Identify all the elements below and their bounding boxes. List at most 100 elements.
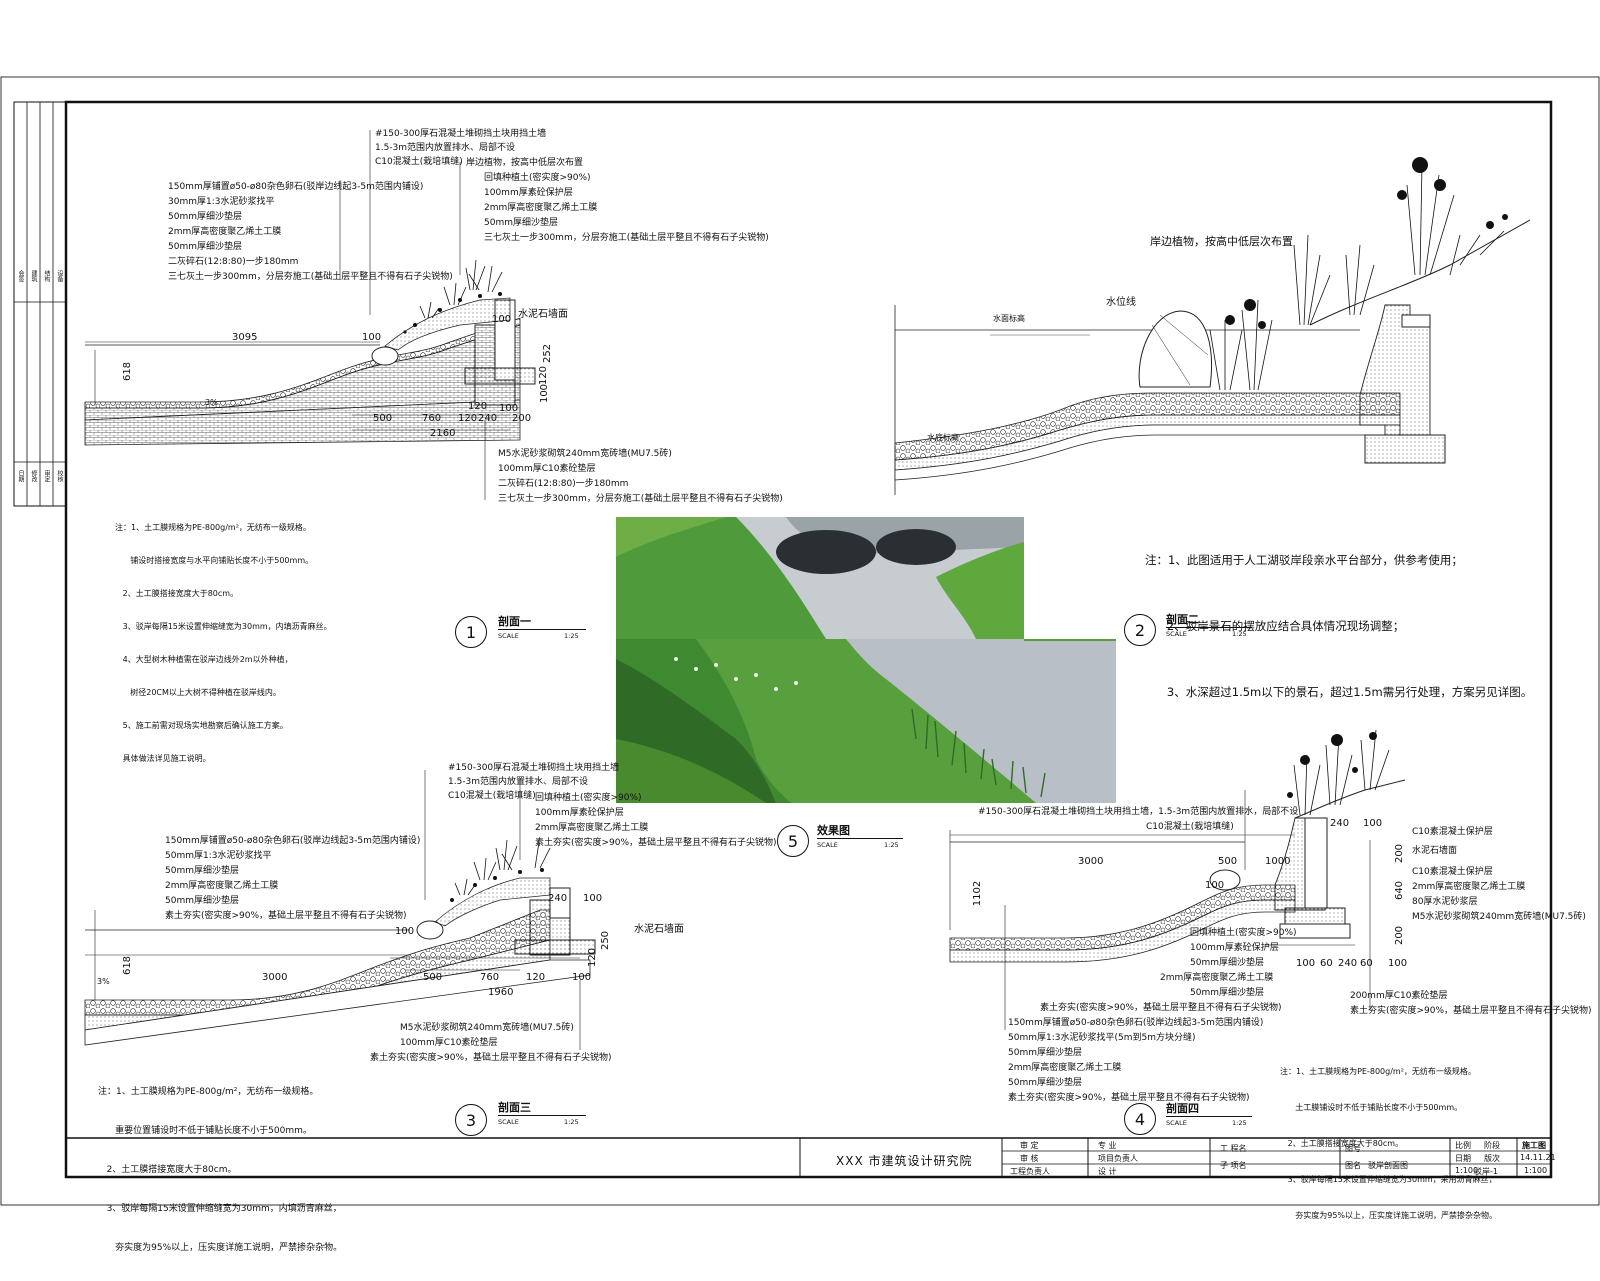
s1-wall-label: 水泥石墙面 [518,309,568,320]
s1-dim: 500 [373,413,393,424]
s1-dim: 2160 [430,428,456,439]
s1-note-bottom: 二灰碎石(12:8:80)一步180mm [498,479,629,489]
s1-note-right: 50mm厚细沙垫层 [484,218,558,228]
title-block-cell: 1:100 [1455,1166,1479,1175]
s3-note: C10混凝土(栽培填缝) [448,791,536,801]
s3-dim: 240 [548,893,568,904]
s4-note-bottom: 150mm厚铺置ø50-ø80杂色卵石(驳岸边线起3-5m范围内铺设) [1008,1018,1264,1028]
title-block-cell: 图名 [1345,1161,1361,1170]
s3-dim: 618 [122,955,134,976]
title-block-cell: 审 核 [1020,1154,1039,1163]
s3-note: 50mm厚细沙垫层 [165,896,239,906]
s1-note-right: 2mm厚高密度聚乙烯土工膜 [484,203,598,213]
s4-note-mid: 50mm厚细沙垫层 [1190,988,1264,998]
s1-dim: 618 [122,361,134,382]
s3-footnote: 夯实度为95%以上，压实度详施工说明，严禁掺杂杂物。 [98,1243,343,1253]
s1-dim: 100 [362,332,382,343]
s3-note-right: 回填种植土(密实度>90%) [535,793,642,803]
s5-caption-scale-label: SCALE [817,841,838,849]
s1-caption-title: 剖面一 [498,615,531,628]
s3-note: 素土夯实(密实度>90%，基础土层平整且不得有石子尖锐物) [165,911,407,921]
s1-caption-scale-label: SCALE [498,632,519,640]
s5-caption-title: 效果图 [817,824,850,837]
title-block-cell: 工程负责人 [1010,1167,1050,1176]
s1-note: 150mm厚铺置ø50-ø80杂色卵石(驳岸边线起3-5m范围内铺设) [168,182,424,192]
s2-bottom-label: 水底标高 [927,433,959,442]
s1-note: #150-300厚石混凝土堆砌挡土块用挡土墙 [375,129,547,139]
s1-note-bottom: 100mm厚C10素砼垫层 [498,464,596,474]
s4-dim: 1102 [972,880,984,907]
s4-dim: 240 [1330,818,1350,829]
s4-dim: 100 [1388,958,1408,969]
s3-dim: 100 [572,972,592,983]
s1-note: 50mm厚细沙垫层 [168,212,242,222]
s3-note-right: 素土夯实(密实度>90%，基础土层平整且不得有石子尖锐物) [535,838,777,848]
s4-footnote: 2、土工膜搭接宽度大于80cm。 [1280,1139,1404,1148]
s3-caption-number: 3 [455,1104,487,1136]
s1-dim: 760 [422,413,442,424]
s2-caption-scale: 1:25 [1232,630,1247,638]
strip-label: 结构 [43,270,50,282]
s2-caption-title: 剖面二 [1166,613,1199,626]
s1-dim: 100 [539,383,551,404]
s4-caption-scale: 1:25 [1232,1119,1247,1127]
s4-caption-scale-label: SCALE [1166,1119,1187,1127]
s4-note-bottom: 50mm厚细沙垫层 [1008,1078,1082,1088]
title-block-drawing-name: 驳岸剖面图 [1368,1161,1408,1170]
strip-label: 设备 [56,270,63,282]
title-block-cell: 子 项名 [1220,1161,1247,1170]
s3-footnote: 3、驳岸每隔15米设置伸缩缝宽为30mm，内填沥青麻丝， [98,1204,342,1214]
s4-note-right: 水泥石墙面 [1412,846,1458,856]
title-block-cell: 专 业 [1098,1141,1117,1150]
s3-note: #150-300厚石混凝土堆砌挡土块用挡土墙 [448,763,620,773]
s1-note-right: 三七灰土一步300mm，分层夯施工(基础土层平整且不得有石子尖锐物) [484,233,769,243]
s3-dim: 3% [97,977,110,986]
s1-dim: 3% [205,398,218,407]
s1-caption-line [498,629,586,630]
title-block-cell: 14.11.21 [1520,1153,1556,1162]
s3-note-bottom: 素土夯实(密实度>90%，基础土层平整且不得有石子尖锐物) [370,1053,612,1063]
s2-water-label: 水位线 [1106,297,1136,308]
s4-note-mid: 回填种植土(密实度>90%) [1190,928,1297,938]
s5-photo-bottom [616,639,1116,803]
s1-footnote: 5、施工前需对现场实地勘察后确认施工方案。 [115,721,288,730]
s1-note: C10混凝土(栽培填缝) [375,157,463,167]
s4-caption-line [1166,1116,1252,1117]
s1-dim: 100 [492,314,512,325]
s4-dim: 100 [1296,958,1316,969]
s4-note-right: C10素混凝土保护层 [1412,867,1493,877]
s4-note-mid: 100mm厚素砼保护层 [1190,943,1279,953]
s3-dim: 100 [583,893,603,904]
s3-note-right: 100mm厚素砼保护层 [535,808,624,818]
s3-footnote: 注：1、土工膜规格为PE-800g/m²，无纺布一级规格。 [98,1087,319,1097]
section-2-drawing [894,157,1531,495]
s2-normal-label: 水面标高 [993,314,1025,323]
s3-note: 150mm厚铺置ø50-ø80杂色卵石(驳岸边线起3-5m范围内铺设) [165,836,421,846]
s4-dim: 3000 [1078,856,1104,867]
s4-note-right: 200mm厚C10素砼垫层 [1350,991,1448,1001]
s1-dim: 120 [538,365,550,386]
s3-note: 1.5-3m范围内放置排水、局部不设 [448,777,589,787]
s3-caption-scale: 1:25 [564,1118,579,1126]
title-block-cell: 施工图 [1522,1141,1546,1150]
s1-footnote: 注：1、土工膜规格为PE-800g/m²，无纺布一级规格。 [115,523,311,532]
title-block-cell: 日期 [1455,1154,1471,1163]
strip-label: 日期 [17,470,24,482]
strip-label: 校核 [56,470,63,482]
s1-dim: 120 [458,413,478,424]
s3-dim: 120 [587,947,599,968]
s4-dim: 60 [1360,958,1373,969]
s4-dim: 240 [1338,958,1358,969]
s2-note: 注：1、此图适用于人工湖驳岸段亲水平台部分，供参考使用； [1145,553,1463,567]
s4-note-right: 80厚水泥砂浆层 [1412,897,1478,907]
s4-note-mid: 素土夯实(密实度>90%，基础土层平整且不得有石子尖锐物) [1040,1003,1282,1013]
s5-photo-top [616,517,1024,639]
title-block-cell: 图号 [1345,1144,1361,1153]
s4-footnote: 注：1、土工膜规格为PE-800g/m²，无纺布一级规格。 [1280,1067,1476,1076]
s1-note: 2mm厚高密度聚乙烯土工膜 [168,227,282,237]
s3-dim: 100 [395,926,415,937]
s4-footnote: 夯实度为95%以上，压实度详施工说明，严禁掺杂杂物。 [1280,1211,1498,1220]
s1-note-right: 岸边植物，按高中低层次布置 [466,158,584,168]
s4-footnote: 土工膜铺设时不低于铺贴长度不小于500mm。 [1280,1103,1463,1112]
